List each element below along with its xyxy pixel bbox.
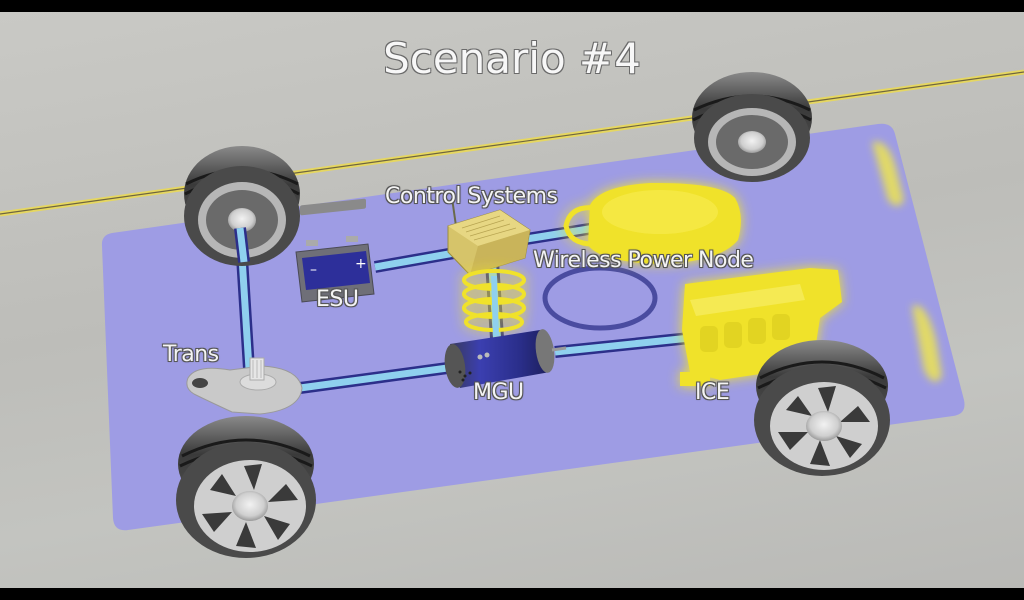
label-ice: ICE — [695, 380, 730, 405]
wheel-rear-left — [176, 416, 316, 558]
chassis-platform — [101, 123, 965, 531]
mgu-motor — [444, 329, 567, 388]
battery-plus-symbol: + — [355, 256, 367, 272]
esu-battery — [295, 198, 375, 303]
battery-minus-symbol: – — [310, 262, 317, 278]
road-center-line — [0, 69, 1024, 217]
drivetrain-diagram — [0, 69, 1024, 558]
label-control-systems: Control Systems — [385, 184, 558, 209]
rear-light-glow — [872, 141, 942, 382]
wireless-power-node — [563, 182, 741, 264]
label-wireless-power-node: Wireless Power Node — [533, 248, 754, 273]
wheel-front-left — [184, 146, 300, 266]
transmission — [186, 357, 303, 415]
scenario-title: Scenario #4 — [383, 34, 641, 83]
label-esu: ESU — [316, 287, 359, 312]
label-mgu: MGU — [473, 380, 524, 405]
wheel-front-right — [692, 72, 812, 182]
diagram-stage: – + Scenario #4 Control Systems Wireless… — [0, 12, 1024, 588]
letterbox-top — [0, 0, 1024, 12]
wireless-pad-ring — [542, 265, 658, 331]
letterbox-bottom — [0, 588, 1024, 600]
wheel-rear-right — [754, 340, 890, 476]
label-trans: Trans — [163, 342, 219, 367]
control-systems-unit — [447, 197, 531, 276]
